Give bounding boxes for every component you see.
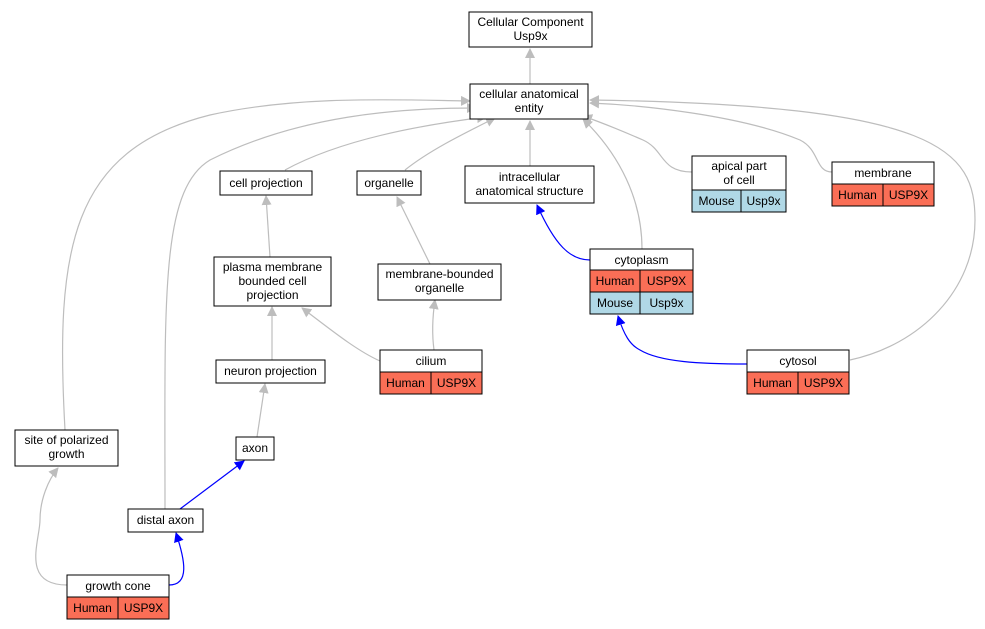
edge-cytosol-to-cytoplasm [615,315,748,365]
node-label-line2: Usp9x [513,29,547,43]
node-box [464,165,595,204]
edge-site-polarized-to-entity [61,95,471,431]
edge-cytoplasm-to-entity [582,118,643,250]
node-label-line1: cellular anatomical [479,87,578,101]
gene-label: USP9X [889,188,928,202]
node-box [468,11,593,48]
gene-cell-human [430,371,483,395]
node-label-line2: organelle [415,281,465,295]
edge-cell-projection-to-entity [284,113,487,171]
node-cell-projection[interactable]: cell projection [219,170,313,196]
node-label-line1: intracellular [499,170,560,184]
node-plasma-membrane-bounded-cell-projection[interactable]: plasma membrane bounded cell projection [213,256,332,307]
node-label: organelle [364,176,414,190]
node-label: membrane [854,166,912,180]
edge-cytoplasm-to-intracellular [536,204,591,261]
node-membrane-bounded-organelle[interactable]: membrane-bounded organelle [377,263,502,301]
node-cytosol[interactable]: cytosol Human USP9X [746,349,850,395]
node-label: cytosol [779,354,816,368]
edge-mb-organelle-to-organelle [396,196,431,265]
node-site-of-polarized-growth[interactable]: site of polarized growth [14,429,119,467]
node-box [215,359,326,384]
node-distal-axon[interactable]: distal axon [127,508,204,533]
gene-cell-human [117,596,170,620]
node-label: cell projection [229,176,302,190]
node-box [377,263,502,301]
node-box [691,155,787,191]
node-label-line3: projection [246,288,298,302]
edge-organelle-to-entity [404,117,496,171]
node-box [213,256,332,307]
node-label: neuron projection [224,364,317,378]
node-label-line2: anatomical structure [475,184,583,198]
gene-cell-human [882,183,935,207]
gene-label: USP9X [437,376,476,390]
node-organelle[interactable]: organelle [356,170,422,196]
node-axon[interactable]: axon [235,436,275,461]
node-label-line2: growth [48,447,84,461]
node-label: growth cone [85,579,151,593]
species-label: Human [753,376,792,390]
node-neuron-projection[interactable]: neuron projection [215,359,326,384]
node-label-line1: apical part [711,159,767,173]
node-cytoplasm[interactable]: cytoplasm Human USP9X Mouse Usp9x [589,248,694,315]
edge-growth-cone-to-distal-axon [168,532,185,586]
node-membrane[interactable]: membrane Human USP9X [831,161,935,207]
gene-cell-human [797,371,850,395]
node-box [127,508,204,533]
species-label-mouse: Mouse [597,296,633,310]
species-label: Human [386,376,425,390]
edge-cilium-to-pm-projection [301,307,381,362]
edge-distal-axon-to-axon [179,460,245,510]
node-apical-part-of-cell[interactable]: apical part of cell Mouse Usp9x [691,155,787,213]
edge-cilium-to-mb-organelle [428,299,439,351]
gene-cell-mouse [740,189,787,213]
node-box [356,170,422,196]
edge-distal-axon-to-entity [164,103,477,510]
species-label: Human [838,188,877,202]
node-growth-cone[interactable]: growth cone Human USP9X [66,574,170,620]
gene-cell-mouse [639,291,694,315]
gene-label: USP9X [804,376,843,390]
node-cilium[interactable]: cilium Human USP9X [379,349,483,395]
node-box [219,170,313,196]
edges [35,48,976,586]
species-label: Mouse [698,194,734,208]
node-label-line1: Cellular Component [477,15,584,29]
species-label-human: Human [596,274,635,288]
species-label: Human [73,601,112,615]
gene-label: Usp9x [746,194,780,208]
node-label-line1: site of polarized [24,433,108,447]
node-label-line2: of cell [723,173,754,187]
node-cellular-anatomical-entity[interactable]: cellular anatomical entity [469,83,589,120]
node-box [14,429,119,467]
node-label: distal axon [137,513,194,527]
node-label-line1: membrane-bounded [385,267,493,281]
node-cellular-component[interactable]: Cellular Component Usp9x [468,11,593,48]
node-label: cytoplasm [614,253,668,267]
edge-cytosol-to-entity [589,95,976,361]
node-box [469,83,589,120]
edge-apical-to-entity [582,114,693,173]
edge-axon-to-neuron-projection [256,383,269,438]
edge-membrane-to-entity [589,98,833,173]
node-label-line2: entity [515,101,544,115]
gene-label: USP9X [124,601,163,615]
gene-label-mouse: Usp9x [649,296,683,310]
node-label: cilium [416,354,447,368]
node-box [235,436,275,461]
edge-pm-projection-to-cell-projection [261,195,272,258]
node-label-line2: bounded cell [238,274,306,288]
gene-label-human: USP9X [647,274,686,288]
node-label: axon [242,441,268,455]
node-label-line1: plasma membrane [223,260,323,274]
edge-growth-cone-to-site-polarized [35,467,68,586]
node-intracellular-anatomical-structure[interactable]: intracellular anatomical structure [464,165,595,204]
nodes: Cellular Component Usp9x cellular anatom… [14,11,935,620]
